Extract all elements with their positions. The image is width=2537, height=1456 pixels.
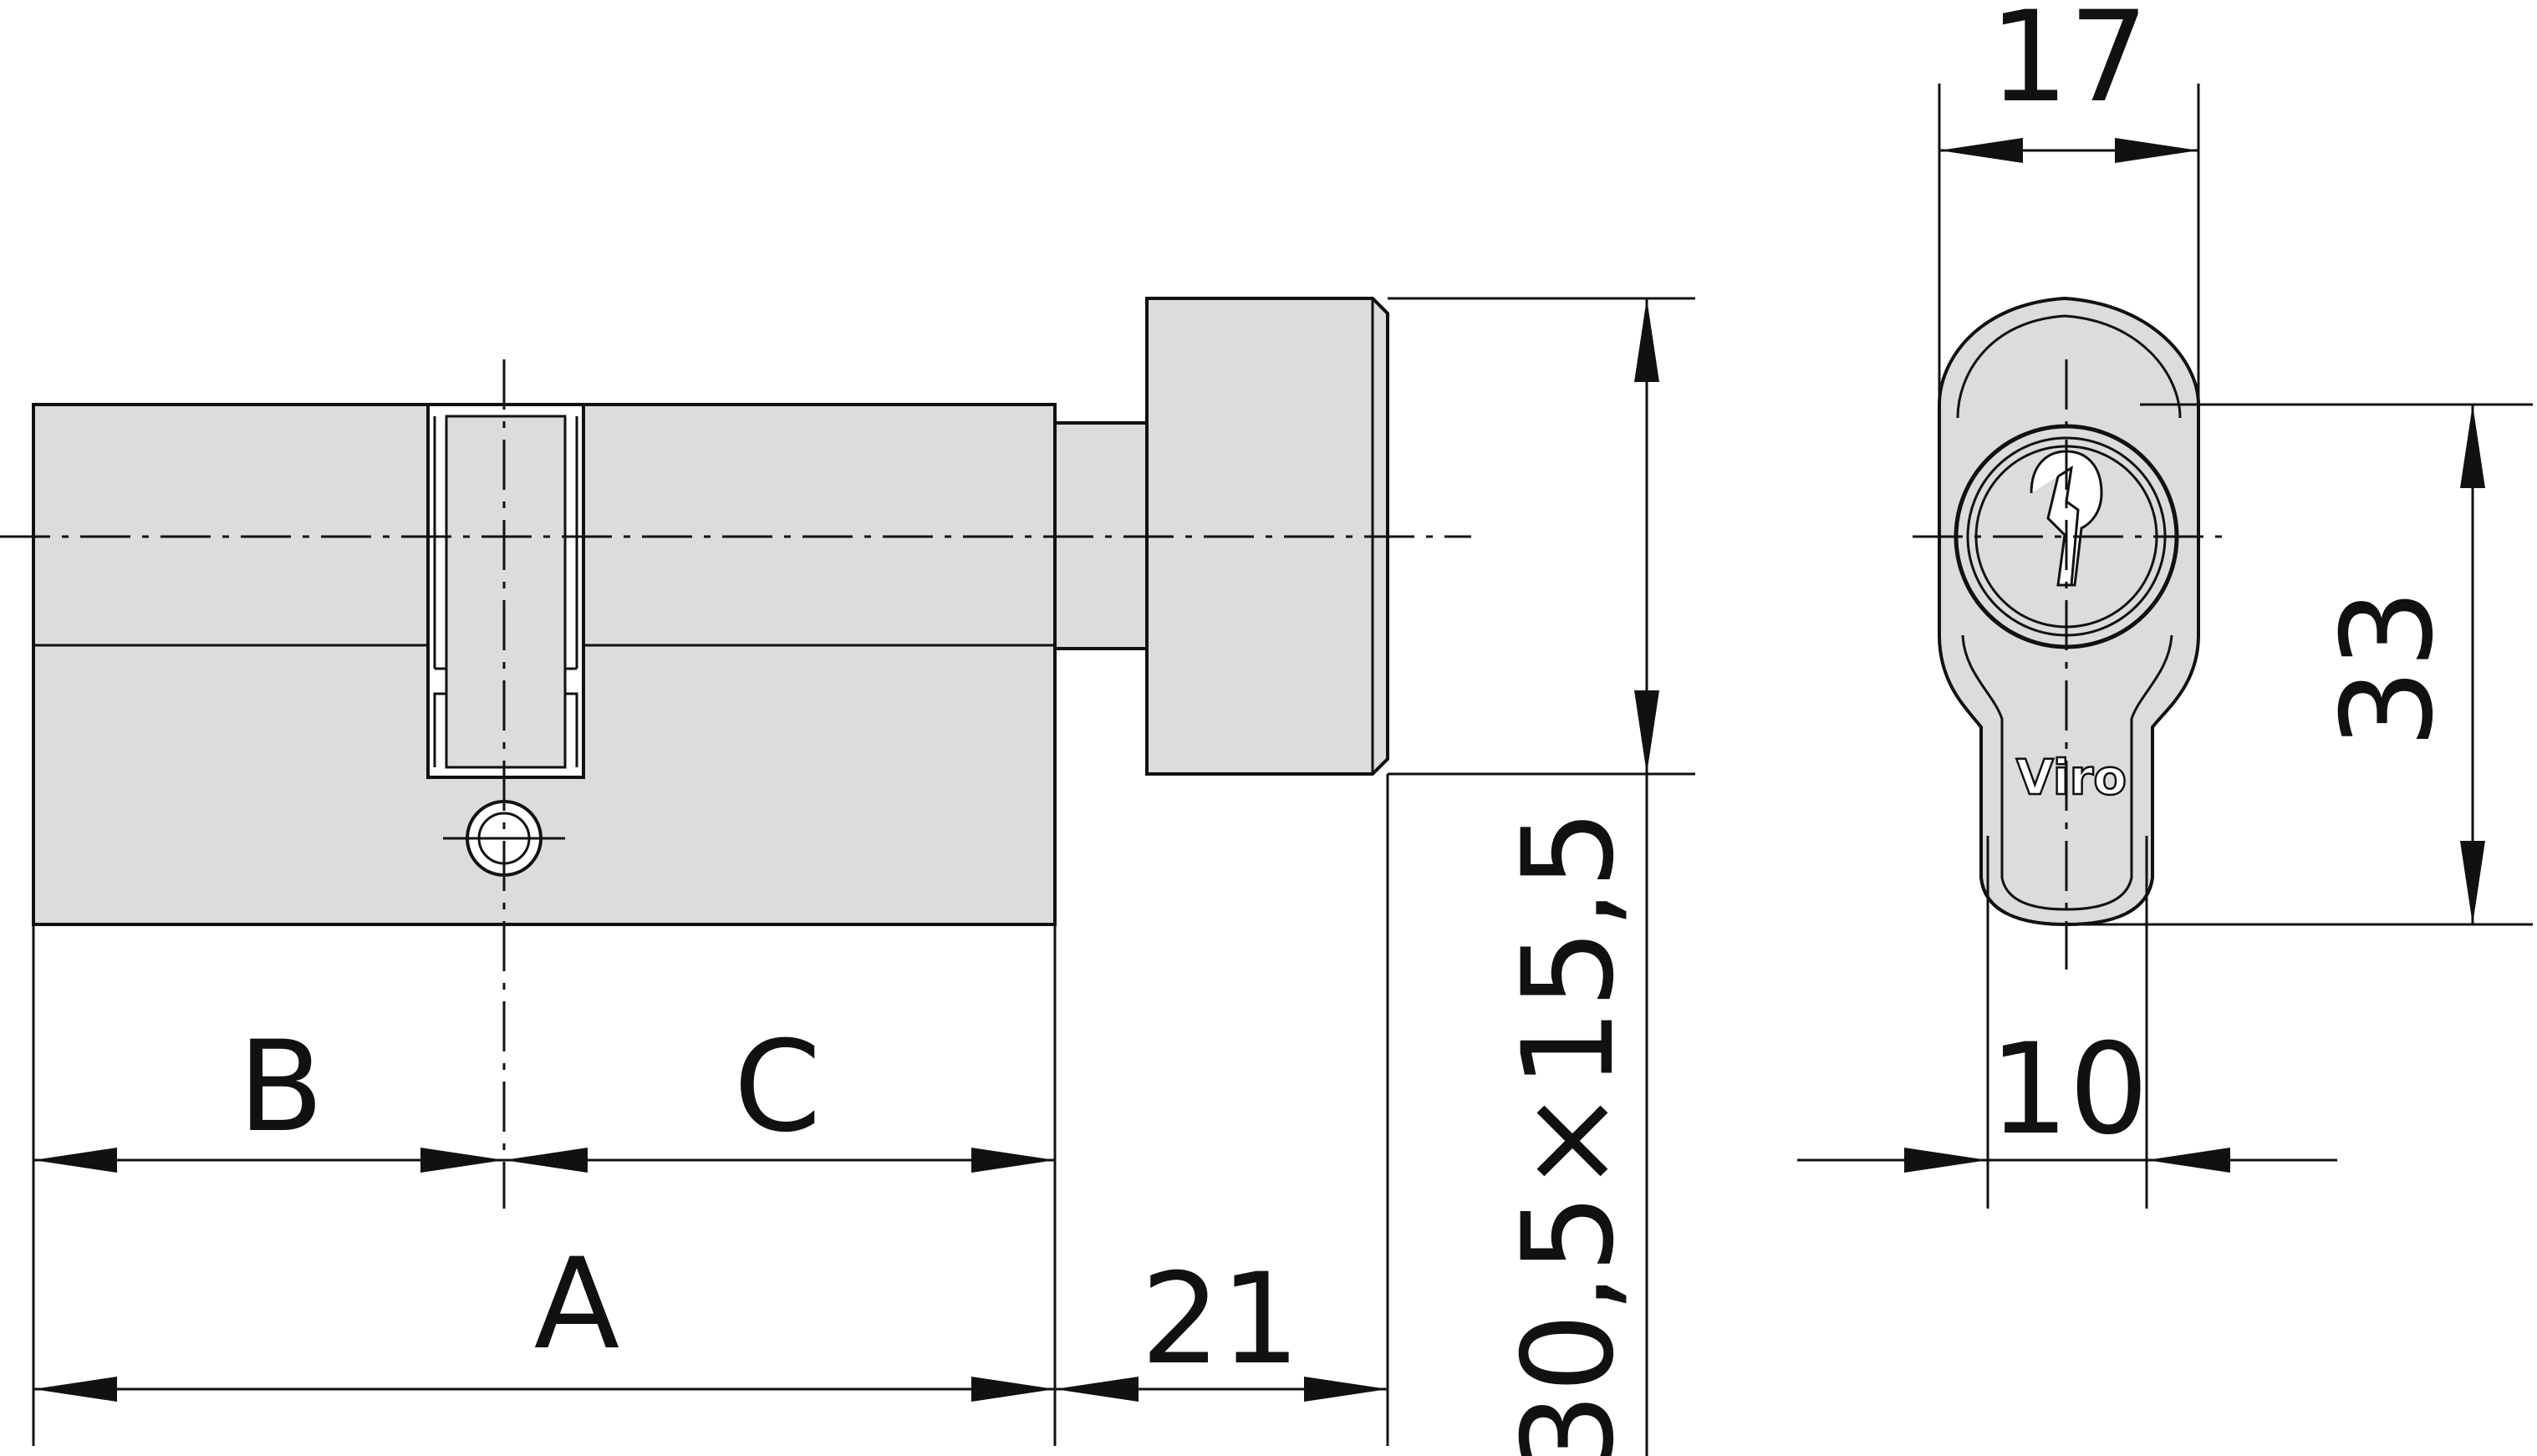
- keyway-icon: [2030, 450, 2103, 587]
- label-a: A: [534, 1232, 620, 1377]
- label-knob-diameter: 30,5×15,5: [1496, 809, 1642, 1456]
- side-view: [0, 297, 1695, 1456]
- label-33: 33: [2315, 589, 2461, 749]
- label-17: 17: [1989, 0, 2149, 130]
- cam-step-left: [433, 667, 448, 767]
- cam-step-right: [563, 667, 578, 767]
- profile-inner-contour: [1956, 314, 2182, 419]
- label-10: 10: [1989, 1017, 2149, 1163]
- front-view: [1797, 84, 2533, 1209]
- label-c: C: [734, 1015, 822, 1160]
- cam: [445, 415, 567, 769]
- label-b: B: [238, 1015, 324, 1160]
- label-21: 21: [1141, 1247, 1301, 1392]
- brand-logo: Viro: [2016, 749, 2127, 806]
